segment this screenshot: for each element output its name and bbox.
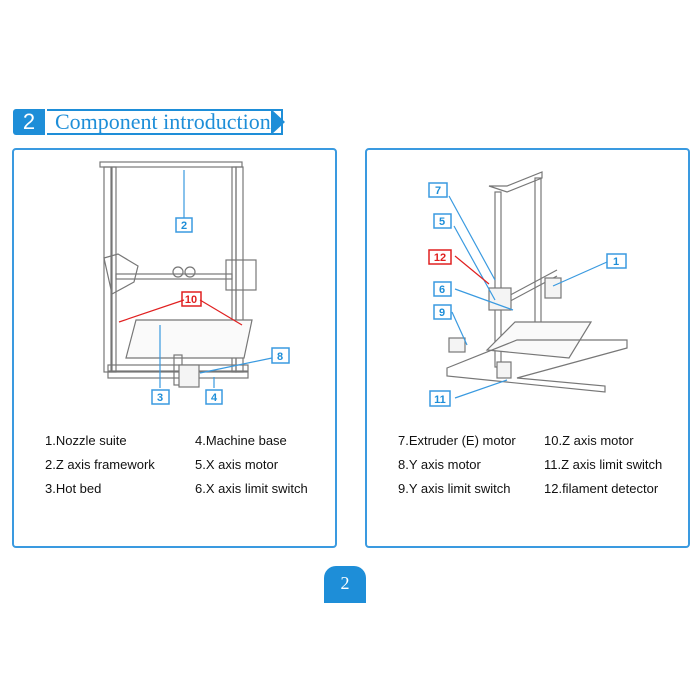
printer-front-diagram: 2 10 8 3 4 — [99, 161, 290, 405]
machine-base — [107, 354, 249, 388]
callout-3: 3 — [157, 392, 163, 404]
legend-item: 1.Nozzle suite — [45, 433, 127, 448]
legend-item: 9.Y axis limit switch — [398, 481, 511, 496]
side-view-panel: 7 5 12 6 9 1 11 7.Extruder (E) motor 8.Y… — [365, 148, 690, 548]
arrow-icon — [271, 109, 285, 135]
callout-11: 11 — [434, 394, 446, 406]
callout-12: 12 — [434, 252, 446, 264]
legend-item: 4.Machine base — [195, 433, 287, 448]
callout-7: 7 — [435, 185, 441, 197]
callout-10: 10 — [185, 294, 197, 306]
callout-6: 6 — [439, 284, 445, 296]
page-number: 2 — [324, 566, 366, 603]
legend-item: 11.Z axis limit switch — [544, 457, 663, 472]
machine-base — [446, 337, 628, 393]
legend-item: 10.Z axis motor — [544, 433, 634, 448]
callout-8: 8 — [277, 351, 283, 363]
callout-5: 5 — [439, 216, 445, 228]
callout-1: 1 — [613, 256, 619, 268]
legend-item: 3.Hot bed — [45, 481, 102, 496]
legend-item: 7.Extruder (E) motor — [398, 433, 516, 448]
legend-item: 2.Z axis framework — [45, 457, 155, 472]
hot-bed — [125, 319, 253, 359]
section-number: 2 — [13, 109, 45, 135]
legend-item: 12.filament detector — [544, 481, 659, 496]
legend-item: 5.X axis motor — [195, 457, 279, 472]
callout-9: 9 — [439, 307, 445, 319]
legend-item: 8.Y axis motor — [398, 457, 481, 472]
legend-item: 6.X axis limit switch — [195, 481, 308, 496]
callout-2: 2 — [181, 220, 187, 232]
printer-side-diagram: 7 5 12 6 9 1 11 — [428, 171, 628, 407]
section-title: Component introduction — [47, 109, 283, 135]
callout-4: 4 — [211, 392, 218, 404]
front-view-panel: 2 10 8 3 4 1.Nozzle suite 2.Z axis frame… — [12, 148, 337, 548]
